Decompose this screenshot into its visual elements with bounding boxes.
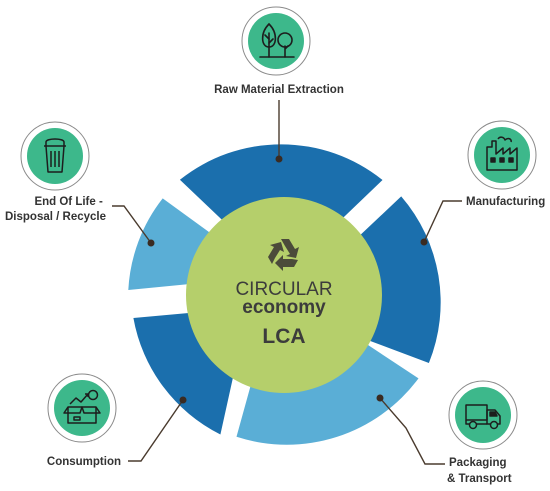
truck-icon: [465, 404, 501, 430]
leader-dot-raw-material: [275, 155, 283, 163]
center-title-line1: CIRCULAR: [235, 279, 332, 300]
label-manufacturing: Manufacturing: [466, 196, 545, 208]
leader-dot-manufacturing: [420, 238, 428, 246]
center-title-line3: LCA: [262, 325, 305, 348]
badge-end-of-life: [20, 121, 90, 191]
factory-icon: [486, 136, 518, 171]
leader-dot-packaging: [376, 394, 384, 402]
leader-dot-end-of-life: [147, 239, 155, 247]
leader-line-packaging: [379, 397, 445, 465]
stage-labels: Raw Material Extraction Manufacturing Pa…: [5, 84, 545, 485]
leader-line-manufacturing: [423, 200, 462, 243]
center-title-line2: economy: [242, 297, 326, 318]
leader-lines: [112, 100, 462, 465]
leader-dot-consumption: [179, 396, 187, 404]
shopping-box-icon: [63, 389, 101, 424]
center-circle: [186, 197, 382, 393]
badge-packaging: [448, 380, 518, 450]
recycle-icon: [268, 239, 299, 271]
trees-icon: [259, 22, 295, 58]
leader-line-consumption: [128, 399, 184, 462]
badge-manufacturing: [467, 120, 537, 190]
badge-consumption: [47, 373, 117, 443]
label-end-of-life: End Of Life - Disposal / Recycle: [5, 196, 106, 223]
label-packaging-transport: Packaging & Transport: [447, 457, 512, 485]
leader-dots: [147, 155, 428, 404]
label-raw-material: Raw Material Extraction: [214, 84, 344, 96]
badge-raw-material: [241, 6, 311, 76]
label-consumption: Consumption: [47, 456, 121, 468]
leader-line-end-of-life: [112, 205, 152, 244]
segment-packaging-transport: [236, 328, 419, 445]
trash-bin-icon: [44, 138, 66, 173]
